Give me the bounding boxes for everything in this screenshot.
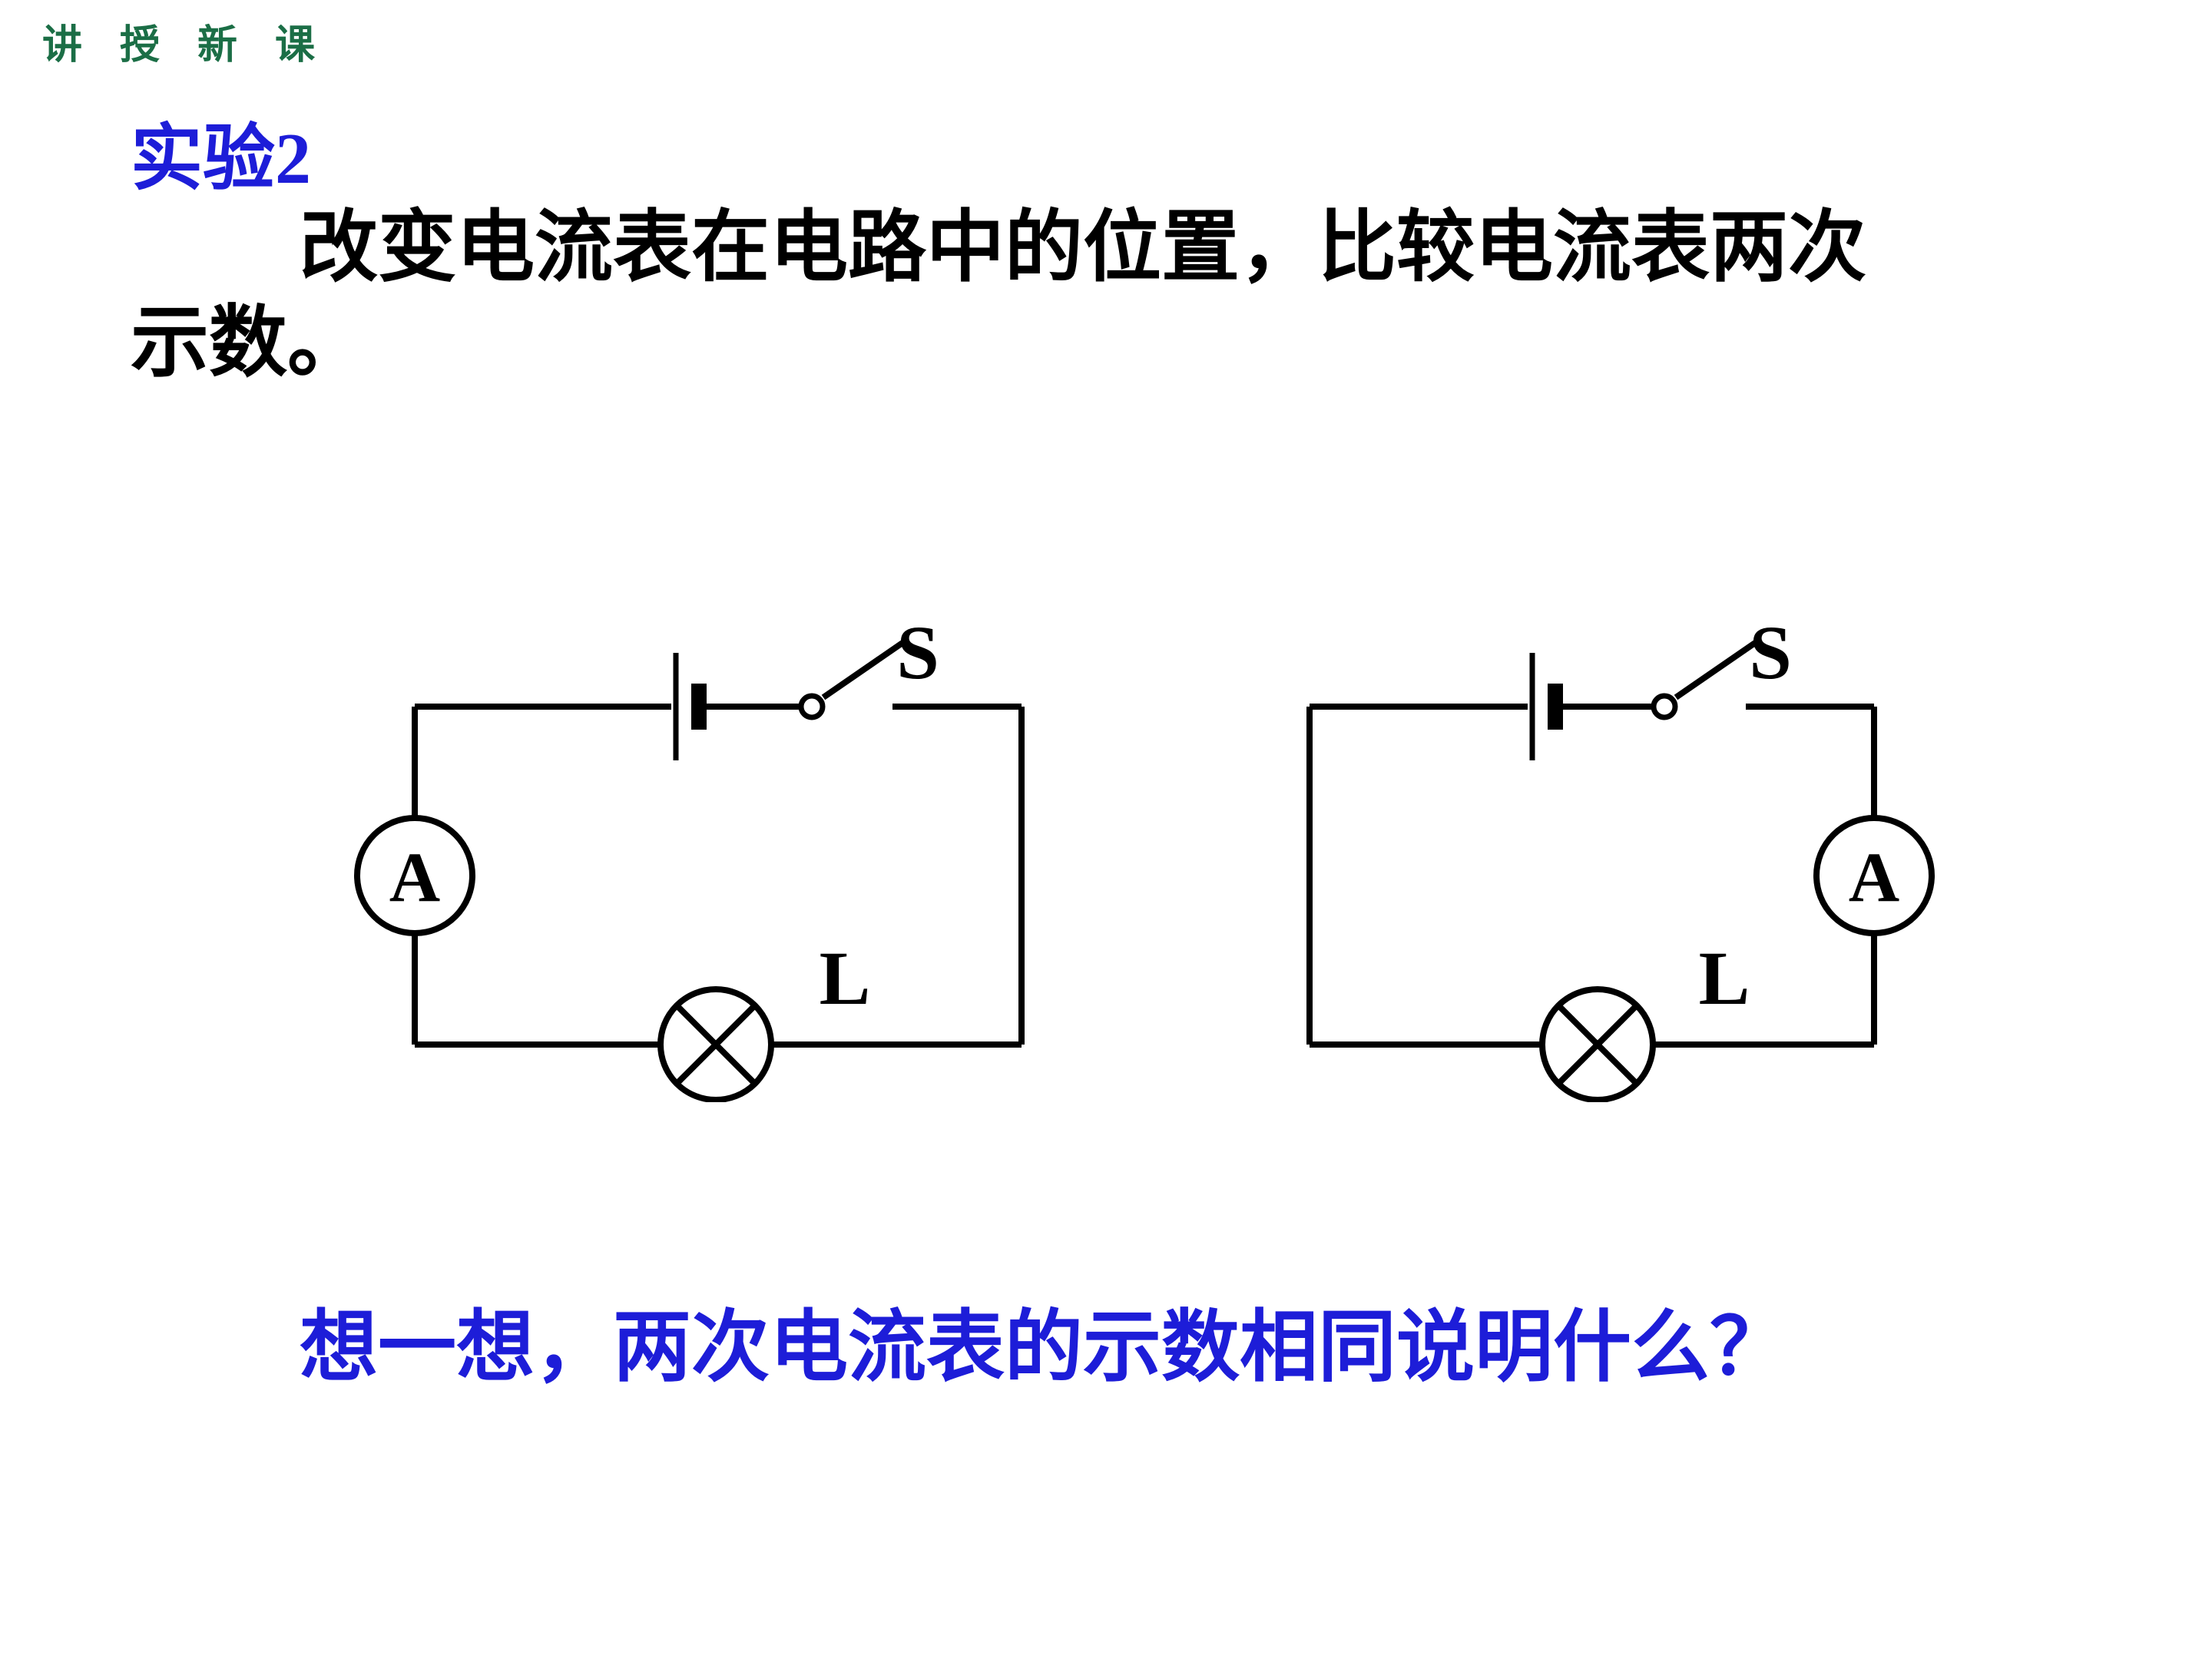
experiment-title: 实验2	[131, 119, 312, 199]
lamp-label: L	[820, 935, 871, 1021]
switch-label: S	[1749, 611, 1792, 695]
description-line-2: 示数。	[131, 300, 366, 388]
battery-icon	[673, 653, 707, 760]
ammeter-label: A	[1849, 838, 1899, 916]
circuit-diagram-right: S A L	[1306, 611, 1935, 1102]
lesson-header: 讲 授 新 课	[42, 24, 329, 68]
ammeter-label: A	[389, 838, 440, 916]
circuit-diagram-left: S A L	[354, 611, 1025, 1102]
circuit-wires-left	[354, 640, 1025, 1102]
lamp-label: L	[1699, 935, 1750, 1021]
battery-icon	[1529, 653, 1563, 760]
switch-icon	[1651, 640, 1757, 720]
lamp-icon	[657, 986, 774, 1102]
switch-label: S	[896, 611, 939, 695]
question-text: 想一想，两次电流表的示数相同说明什么？	[300, 1305, 1788, 1392]
experiment-description: 改变电流表在电路中的位置，比较电流表两次 示数。	[131, 201, 1974, 392]
circuit-wires-right	[1306, 640, 1935, 1102]
switch-icon	[798, 640, 905, 720]
description-line-1: 改变电流表在电路中的位置，比较电流表两次	[300, 205, 1866, 292]
lamp-icon	[1539, 986, 1656, 1102]
